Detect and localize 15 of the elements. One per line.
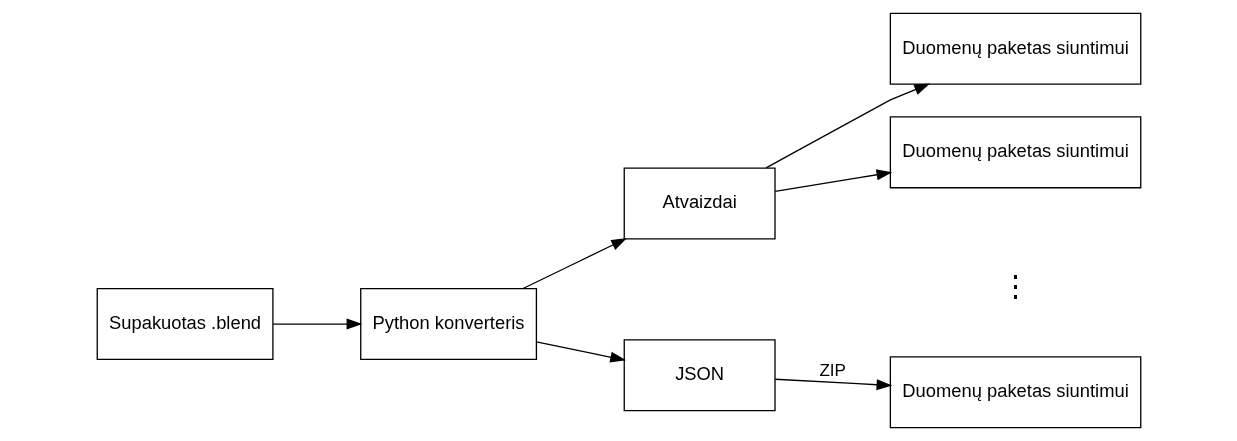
label: ⋮ bbox=[1000, 270, 1030, 303]
arrow bbox=[272, 318, 362, 330]
arrow bbox=[774, 169, 892, 192]
edge-label: ZIP bbox=[818, 360, 846, 380]
node-box: Atvaizdai bbox=[623, 167, 776, 240]
node-box: Duomenų paketas siuntimui bbox=[889, 116, 1141, 189]
arrow bbox=[774, 378, 892, 391]
node-box: Supakuotas .blend bbox=[96, 288, 274, 361]
arrow bbox=[535, 341, 626, 363]
node-box: Python konverteris bbox=[359, 288, 537, 361]
node-box: JSON bbox=[623, 339, 776, 412]
arrow bbox=[764, 83, 930, 169]
node-box: Duomenų paketas siuntimui bbox=[889, 356, 1141, 429]
arrow bbox=[521, 238, 627, 290]
node-box: Duomenų paketas siuntimui bbox=[889, 12, 1141, 85]
